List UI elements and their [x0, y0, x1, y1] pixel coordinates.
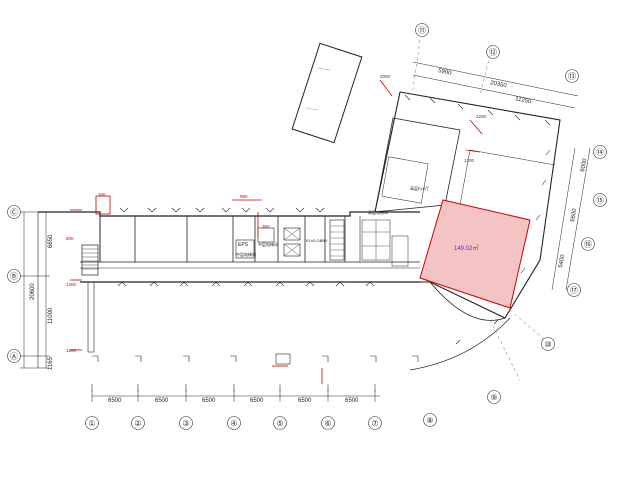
svg-text:2000: 2000 [380, 74, 391, 79]
svg-text:中层电梯间: 中层电梯间 [236, 251, 256, 257]
svg-text:⑰: ⑰ [570, 286, 578, 295]
axis-a-columns [92, 353, 419, 365]
svg-text:①: ① [88, 419, 95, 428]
svg-text:⑧: ⑧ [426, 416, 433, 425]
svg-text:⑨: ⑨ [490, 393, 497, 402]
detached-block [291, 42, 363, 144]
svg-text:中层电梯间: 中层电梯间 [258, 241, 278, 247]
svg-text:950: 950 [240, 194, 248, 199]
dimension-lines [20, 61, 591, 402]
svg-text:20600: 20600 [30, 283, 36, 300]
svg-text:Ⓑ: Ⓑ [10, 272, 18, 281]
svg-text:⑤: ⑤ [276, 419, 283, 428]
bottom-column-marks [117, 281, 375, 287]
highlighted-area: 149.02㎡ [419, 199, 531, 309]
svg-text:⑭: ⑭ [596, 148, 604, 157]
svg-text:20350: 20350 [490, 80, 508, 89]
svg-text:②: ② [134, 419, 141, 428]
highlighted-area-label: 149.02㎡ [454, 244, 478, 252]
highlighted-area-polygon [419, 199, 531, 309]
svg-text:360: 360 [262, 224, 270, 229]
axis-bubble-labels: ① ② ③ ④ ⑤ ⑥ ⑦ ⑧ Ⓒ Ⓑ Ⓐ ⑪ ⑫ ⑬ ⑭ ⑮ ⑯ ⑰ ⑩ ⑨ [10, 26, 604, 428]
svg-text:6000: 6000 [580, 158, 588, 173]
main-wing [37, 211, 420, 368]
svg-text:⑬: ⑬ [568, 72, 576, 81]
svg-text:6500: 6500 [250, 398, 264, 404]
curved-south-wall [429, 281, 506, 321]
axis-bubbles [7, 23, 607, 430]
svg-text:11250: 11250 [515, 96, 533, 105]
svg-text:⑪: ⑪ [418, 26, 426, 35]
svg-text:6500: 6500 [108, 398, 122, 404]
svg-text:5900: 5900 [438, 68, 453, 77]
ne-column-marks [404, 94, 551, 345]
guide-lines [412, 39, 546, 381]
svg-text:1165: 1165 [48, 356, 54, 370]
svg-text:⑯: ⑯ [584, 240, 592, 249]
svg-text:6650: 6650 [48, 234, 54, 248]
svg-text:6500: 6500 [202, 398, 216, 404]
svg-text:高层电梯间: 高层电梯间 [368, 209, 388, 215]
svg-text:ELV/LOBBY: ELV/LOBBY [306, 238, 328, 243]
svg-text:500: 500 [66, 236, 74, 241]
axis-ticks [91, 384, 376, 392]
svg-text:⑫: ⑫ [489, 48, 497, 57]
red-dimensions [70, 79, 483, 384]
svg-text:6500: 6500 [298, 398, 312, 404]
svg-text:③: ③ [182, 419, 189, 428]
svg-text:5400: 5400 [558, 254, 566, 269]
svg-text:300: 300 [98, 192, 106, 197]
curved-south-arc [409, 317, 511, 371]
svg-text:1200: 1200 [66, 348, 77, 353]
north-east-wing [374, 91, 561, 319]
svg-text:Ⓐ: Ⓐ [10, 352, 18, 361]
svg-text:⑮: ⑮ [596, 196, 604, 205]
svg-text:6600: 6600 [570, 208, 578, 223]
room-labels: EPS 中层电梯间 ELV/LOBBY 高层电梯间 中层电梯间 高层ELV厅 [236, 185, 429, 257]
svg-text:⑥: ⑥ [324, 419, 331, 428]
top-column-marks [119, 207, 325, 213]
svg-text:高层ELV厅: 高层ELV厅 [410, 185, 429, 191]
svg-text:⑩: ⑩ [544, 340, 551, 349]
dimension-labels: 6500 6500 6500 6500 6500 6500 6650 11000… [30, 68, 588, 404]
svg-text:6500: 6500 [345, 398, 359, 404]
svg-text:1200: 1200 [476, 114, 487, 119]
svg-text:EPS: EPS [238, 242, 249, 248]
svg-text:11000: 11000 [48, 307, 54, 324]
svg-text:Ⓒ: Ⓒ [10, 208, 18, 217]
svg-text:④: ④ [230, 419, 237, 428]
svg-text:⑦: ⑦ [371, 419, 378, 428]
detached-block-text [305, 67, 331, 111]
svg-text:6500: 6500 [155, 398, 169, 404]
red-dim-labels: 300 950 360 500 1200 1200 2000 1200 1200 [66, 74, 487, 353]
svg-text:1200: 1200 [66, 282, 77, 287]
svg-text:1200: 1200 [464, 158, 475, 163]
